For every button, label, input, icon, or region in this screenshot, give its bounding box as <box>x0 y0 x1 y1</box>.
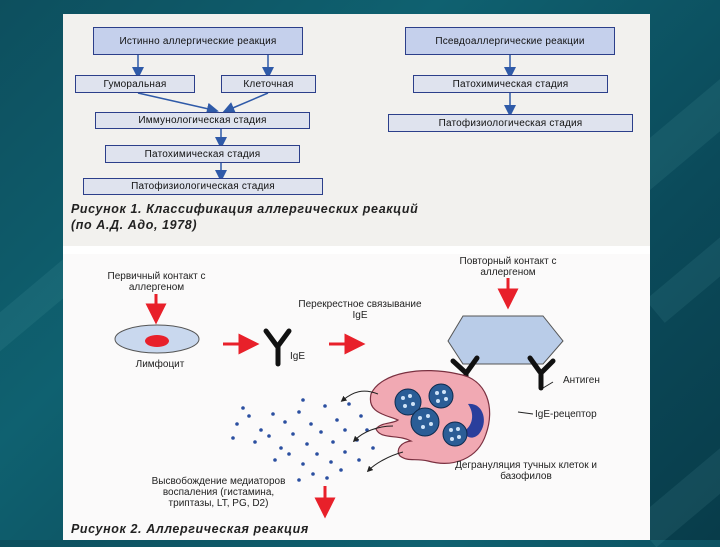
figure-1-caption: Рисунок 1. Классификация аллергических р… <box>71 202 419 216</box>
release-arrow <box>352 425 394 443</box>
pathochemical-stage-right-box: Патохимическая стадия <box>413 75 608 93</box>
immunological-stage-box: Иммунологическая стадия <box>95 112 310 129</box>
lymphocyte-label: Лимфоцит <box>135 359 185 370</box>
granule-dots <box>401 390 461 441</box>
cellular-box: Клеточная <box>221 75 316 93</box>
mediators-label: Высвобождение медиаторов воспаления (гис… <box>151 476 286 509</box>
primary-contact-label: Первичный контакт с аллергеном <box>107 271 206 293</box>
ige-label: IgE <box>290 351 306 362</box>
figure-1-panel: Истинно аллергические реакция Псевдоалле… <box>63 14 650 246</box>
cross-binding-label: Перекрестное связывание IgE <box>298 299 422 321</box>
pathophysiological-stage-left-box: Патофизиологическая стадия <box>83 178 323 195</box>
figure-2-caption: Рисунок 2. Аллергическая реакция <box>71 522 309 536</box>
antigen-pointer <box>542 381 554 389</box>
arrow <box>222 92 269 114</box>
lymphocyte-nucleus <box>145 335 169 347</box>
repeat-contact-label: Повторный контакт с аллергеном <box>459 256 557 278</box>
pseudo-allergic-box: Псевдоаллергические реакции <box>405 27 615 55</box>
humoral-box: Гуморальная <box>75 75 195 93</box>
antigen-hexagon <box>447 315 564 365</box>
figure-1-arrows <box>132 55 516 182</box>
receptor-pointer <box>517 411 534 415</box>
antigen-label: Антиген <box>563 375 600 386</box>
pathophysiological-stage-right-box: Патофизиологическая стадия <box>388 114 633 132</box>
release-arrow <box>340 390 379 402</box>
figure-2-graphics <box>114 278 564 519</box>
release-arrow <box>366 451 404 473</box>
true-allergic-box: Истинно аллергические реакция <box>93 27 303 55</box>
granules <box>394 383 468 447</box>
ige-antibody <box>263 328 292 367</box>
degranulation-label: Дегрануляция тучных клеток и базофилов <box>455 460 597 482</box>
figure-1-caption-source: (по А.Д. Адо, 1978) <box>71 218 198 232</box>
slide-card: Истинно аллергические реакция Псевдоалле… <box>63 14 650 540</box>
pathochemical-stage-left-box: Патохимическая стадия <box>105 145 300 163</box>
ige-receptor-label: IgE-рецептор <box>535 409 597 420</box>
released-mediators <box>231 398 375 482</box>
mast-cell-nucleus <box>463 403 484 438</box>
figure-2-panel: Первичный контакт с аллергеном Повторный… <box>63 254 650 540</box>
arrow <box>137 92 219 115</box>
